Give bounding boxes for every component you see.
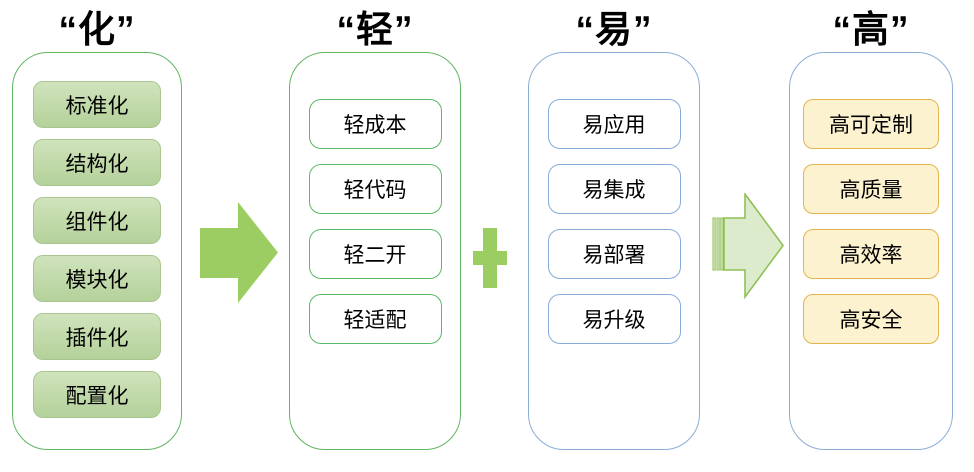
column-yi-container: 易应用 易集成 易部署 易升级 — [528, 52, 700, 450]
list-item: 易集成 — [547, 164, 681, 214]
list-item: 轻适配 — [308, 294, 442, 344]
list-item: 结构化 — [33, 139, 161, 186]
stacked-right-arrow-icon — [712, 193, 784, 299]
list-item: 易部署 — [547, 229, 681, 279]
right-arrow-icon — [200, 202, 278, 303]
column-title-hua: “化” — [58, 9, 136, 50]
list-item: 高可定制 — [803, 99, 939, 149]
column-hua-container: 标准化 结构化 组件化 模块化 插件化 配置化 — [12, 52, 182, 450]
column-title-qing: “轻” — [336, 9, 414, 50]
list-item: 高质量 — [803, 164, 939, 214]
column-title-yi: “易” — [575, 9, 653, 50]
column-gao-container: 高可定制 高质量 高效率 高安全 — [789, 52, 953, 450]
list-item: 组件化 — [33, 197, 161, 244]
list-item: 轻成本 — [308, 99, 442, 149]
list-item: 易升级 — [547, 294, 681, 344]
list-item: 插件化 — [33, 313, 161, 360]
list-item: 易应用 — [547, 99, 681, 149]
list-item: 配置化 — [33, 371, 161, 418]
list-item: 轻二开 — [308, 229, 442, 279]
list-item: 轻代码 — [308, 164, 442, 214]
list-item: 高安全 — [803, 294, 939, 344]
column-qing-container: 轻成本 轻代码 轻二开 轻适配 — [289, 52, 461, 450]
list-item: 模块化 — [33, 255, 161, 302]
list-item: 高效率 — [803, 229, 939, 279]
list-item: 标准化 — [33, 81, 161, 128]
plus-icon — [473, 228, 507, 288]
column-title-gao: “高” — [832, 9, 910, 50]
